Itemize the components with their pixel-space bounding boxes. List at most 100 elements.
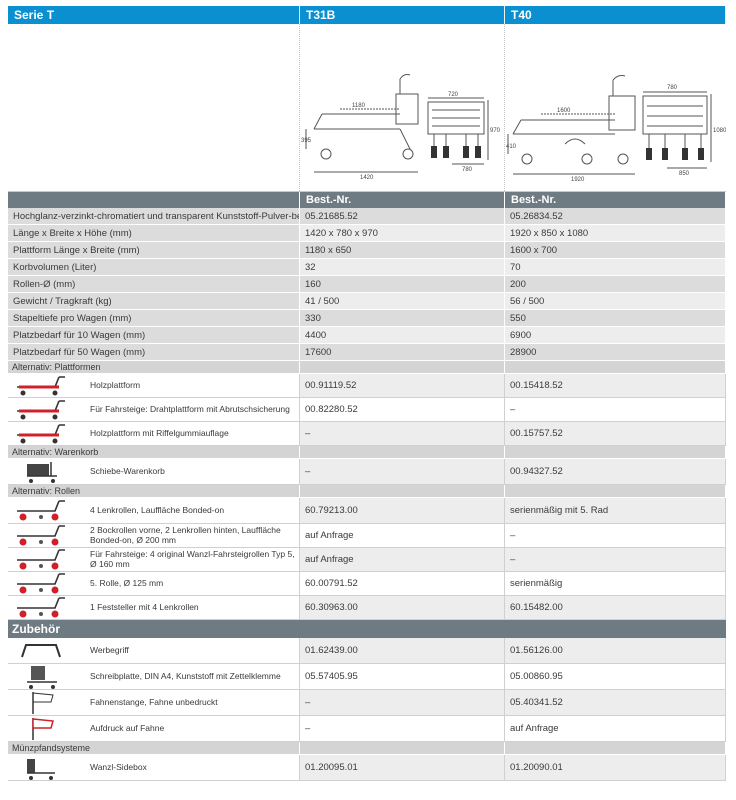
option-value-t31b: 60.79213.00 bbox=[300, 498, 505, 524]
spec-label: Korbvolumen (Liter) bbox=[8, 259, 300, 276]
option-label: Aufdruck auf Fahne bbox=[90, 722, 165, 733]
option-label: 2 Bockrollen vorne, 2 Lenkrollen hinten,… bbox=[90, 525, 281, 545]
section-warenkorb: Alternativ: Warenkorb bbox=[8, 446, 726, 459]
option-description-cell: 5. Rolle, Ø 125 mm bbox=[8, 572, 300, 596]
platform-cart-icon bbox=[12, 422, 70, 445]
product-table: Serie T T31B T40 bbox=[8, 6, 727, 781]
spec-value-t31b: 17600 bbox=[300, 344, 505, 361]
spec-value-t31b: 41 / 500 bbox=[300, 293, 505, 310]
option-label: Schiebe-Warenkorb bbox=[90, 465, 165, 476]
option-value-t31b: auf Anfrage bbox=[300, 548, 505, 572]
option-description-cell: 1 Feststeller mit 4 Lenkrollen bbox=[8, 596, 300, 620]
drawing-empty-cell bbox=[8, 24, 300, 191]
option-value-t31b: 01.20095.01 bbox=[300, 755, 505, 781]
option-row: Schiebe-Warenkorb –00.94327.52 bbox=[8, 459, 726, 485]
option-row: Aufdruck auf Fahne –auf Anfrage bbox=[8, 716, 726, 742]
flag-icon bbox=[12, 690, 70, 715]
t31b-width-label: 720 bbox=[448, 92, 459, 98]
section-rollen: Alternativ: Rollen bbox=[8, 485, 726, 498]
t31b-technical-drawing: 720 1180 395 970 1420 780 bbox=[301, 74, 501, 181]
section-spacer bbox=[505, 485, 726, 497]
section-label: Alternativ: Warenkorb bbox=[8, 446, 300, 458]
section-label: Alternativ: Plattformen bbox=[8, 361, 300, 373]
option-label: Werbegriff bbox=[90, 644, 129, 655]
option-value-t31b: – bbox=[300, 459, 505, 485]
t31b-height-left-label: 395 bbox=[301, 138, 312, 144]
t40-technical-drawing: 780 1600 410 1080 1920 850 bbox=[506, 75, 727, 183]
option-value-t40: – bbox=[505, 398, 726, 422]
option-value-t31b: 01.62439.00 bbox=[300, 638, 505, 664]
spec-value-t40: 56 / 500 bbox=[505, 293, 726, 310]
option-description-cell: Schreibplatte, DIN A4, Kunststoff mit Ze… bbox=[8, 664, 300, 690]
series-title: Serie T bbox=[8, 6, 300, 24]
option-description-cell: Holzplattform mit Riffelgummiauflage bbox=[8, 422, 300, 446]
option-row: 2 Bockrollen vorne, 2 Lenkrollen hinten,… bbox=[8, 524, 726, 548]
spec-value-t31b: 160 bbox=[300, 276, 505, 293]
option-value-t31b: auf Anfrage bbox=[300, 524, 505, 548]
option-value-t40: 01.20090.01 bbox=[505, 755, 726, 781]
spec-value-t40: 6900 bbox=[505, 327, 726, 344]
option-description-cell: Wanzl-Sidebox bbox=[8, 755, 300, 781]
option-value-t40: 05.40341.52 bbox=[505, 690, 726, 716]
spec-value-t31b: 330 bbox=[300, 310, 505, 327]
spec-label: Rollen-Ø (mm) bbox=[8, 276, 300, 293]
option-label: Für Fahrsteige: 4 original Wanzl-Fahrste… bbox=[90, 549, 295, 569]
option-value-t40: – bbox=[505, 524, 726, 548]
t31b-platform-length-label: 1180 bbox=[352, 103, 366, 109]
t40-depth-label: 850 bbox=[679, 171, 690, 177]
order-header-b: Best.-Nr. bbox=[505, 192, 726, 208]
option-label: Holzplattform bbox=[90, 379, 141, 390]
t31b-drawing: 720 1180 395 970 1420 780 bbox=[300, 24, 505, 191]
section-spacer bbox=[505, 361, 726, 373]
platform-cart-icon bbox=[12, 374, 70, 397]
spec-value-t31b: 1180 x 650 bbox=[300, 242, 505, 259]
castor-cart-icon bbox=[12, 572, 70, 595]
option-description-cell: Aufdruck auf Fahne bbox=[8, 716, 300, 742]
option-value-t31b: – bbox=[300, 716, 505, 742]
table-header: Serie T T31B T40 bbox=[8, 6, 726, 24]
spec-value-t40: 1600 x 700 bbox=[505, 242, 726, 259]
spec-label: Plattform Länge x Breite (mm) bbox=[8, 242, 300, 259]
option-row: Für Fahrsteige: Drahtplattform mit Abrut… bbox=[8, 398, 726, 422]
option-description-cell: 2 Bockrollen vorne, 2 Lenkrollen hinten,… bbox=[8, 524, 300, 548]
model-a-title: T31B bbox=[300, 6, 505, 24]
option-row: Für Fahrsteige: 4 original Wanzl-Fahrste… bbox=[8, 548, 726, 572]
option-value-t40: 60.15482.00 bbox=[505, 596, 726, 620]
section-spacer bbox=[300, 742, 505, 754]
castor-cart-icon bbox=[12, 524, 70, 547]
option-value-t40: auf Anfrage bbox=[505, 716, 726, 742]
spec-label: Länge x Breite x Höhe (mm) bbox=[8, 225, 300, 242]
spec-value-t40: 05.26834.52 bbox=[505, 208, 726, 225]
option-value-t40: 00.94327.52 bbox=[505, 459, 726, 485]
spec-label: Platzbedarf für 50 Wagen (mm) bbox=[8, 344, 300, 361]
drawing-row: 720 1180 395 970 1420 780 bbox=[8, 24, 727, 192]
flag-print-icon bbox=[12, 716, 70, 741]
platform-cart-icon bbox=[12, 398, 70, 421]
t31b-height-label: 970 bbox=[490, 128, 501, 134]
option-row: Fahnenstange, Fahne unbedruckt–05.40341.… bbox=[8, 690, 726, 716]
spec-value-t40: 28900 bbox=[505, 344, 726, 361]
option-value-t40: serienmäßig mit 5. Rad bbox=[505, 498, 726, 524]
option-label: 5. Rolle, Ø 125 mm bbox=[90, 577, 164, 588]
option-label: 1 Feststeller mit 4 Lenkrollen bbox=[90, 601, 199, 612]
castor-cart-icon bbox=[12, 498, 70, 523]
spec-label: Hochglanz-verzinkt-chromatiert und trans… bbox=[8, 208, 300, 225]
t40-height-left-label: 410 bbox=[506, 144, 517, 150]
t40-width-label: 780 bbox=[667, 85, 678, 91]
spec-label: Gewicht / Tragkraft (kg) bbox=[8, 293, 300, 310]
spec-value-t40: 70 bbox=[505, 259, 726, 276]
option-value-t31b: – bbox=[300, 690, 505, 716]
warenkorb-list: Schiebe-Warenkorb –00.94327.52 bbox=[8, 459, 726, 485]
option-label: Wanzl-Sidebox bbox=[90, 761, 147, 772]
option-value-t40: serienmäßig bbox=[505, 572, 726, 596]
